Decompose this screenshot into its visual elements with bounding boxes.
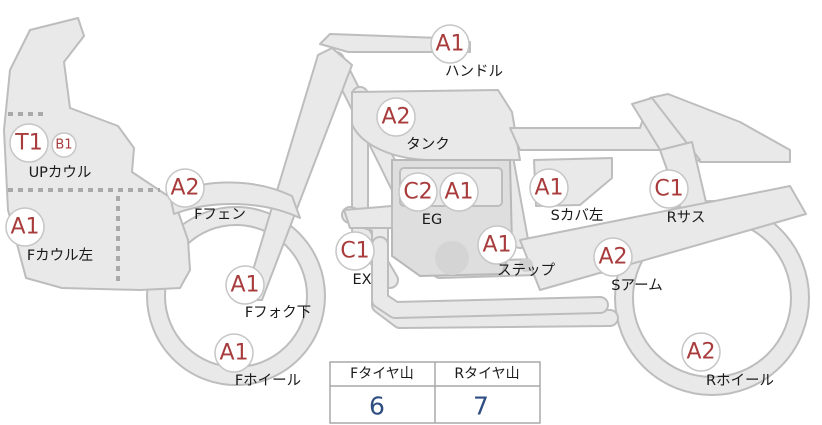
marker-swing-arm-label: Sアーム: [611, 278, 662, 294]
marker-rear-suspension: C1 Rサス: [649, 169, 706, 226]
swing-arm-shape: [519, 185, 807, 291]
marker-exhaust-grade: C1: [340, 239, 369, 264]
marker-rear-suspension-grade: C1: [654, 177, 683, 202]
marker-front-fork-lower-label: Fフォク下: [245, 304, 311, 321]
marker-tank-grade: A2: [381, 105, 410, 130]
marker-engine-label: EG: [422, 212, 442, 228]
marker-rear-wheel: A2 Rホイール: [681, 332, 774, 389]
front-fork-shape: [243, 47, 353, 301]
marker-upper-cowl-label: UPカウル: [29, 164, 92, 181]
tread-front-value: 6: [369, 392, 385, 421]
marker-handle-label: ハンドル: [445, 64, 503, 80]
marker-handle-grade: A1: [435, 32, 464, 57]
marker-swing-arm: A2 Sアーム: [593, 237, 663, 294]
marker-front-wheel-label: Fホイール: [235, 373, 301, 389]
engine-cover-shape: [435, 241, 469, 275]
marker-rear-suspension-label: Rサス: [667, 210, 706, 226]
marker-front-fender-grade: A2: [170, 176, 199, 201]
marker-side-cover-left: A1 Sカバ左: [529, 168, 604, 224]
marker-front-cowl-left-grade: A1: [10, 215, 39, 240]
marker-upper-cowl: T1 B1 UPカウル: [9, 123, 92, 181]
marker-rear-wheel-label: Rホイール: [706, 373, 774, 389]
marker-front-fork-lower: A1 Fフォク下: [225, 265, 311, 321]
marker-front-fender-label: Fフェン: [194, 207, 246, 223]
marker-step-grade: A1: [482, 233, 511, 258]
marker-engine-grade: C2: [403, 180, 432, 205]
marker-front-cowl-left-label: Fカウル左: [27, 247, 93, 264]
marker-side-cover-left-label: Sカバ左: [551, 207, 604, 224]
marker-rear-wheel-grade: A2: [686, 340, 715, 365]
front-cowl-shape: [3, 17, 191, 291]
marker-front-wheel-grade: A1: [219, 341, 248, 366]
marker-upper-cowl-subgrade: B1: [55, 138, 72, 153]
marker-front-wheel: A1 Fホイール: [214, 333, 301, 389]
marker-swing-arm-grade: A2: [598, 245, 627, 270]
tread-front-label: Fタイヤ山: [350, 366, 414, 382]
marker-exhaust: C1 EX: [335, 231, 375, 288]
tread-table: Fタイヤ山 Rタイヤ山 6 7: [329, 361, 541, 424]
marker-handle: A1 ハンドル: [430, 24, 503, 80]
marker-front-fork-lower-grade: A1: [230, 273, 259, 298]
marker-engine-subgrade: A1: [444, 180, 473, 205]
marker-engine: C2 A1 EG: [398, 172, 479, 228]
marker-upper-cowl-grade: T1: [14, 131, 42, 156]
marker-front-fender: A2 Fフェン: [165, 168, 246, 223]
marker-front-cowl-left: A1 Fカウル左: [5, 207, 93, 264]
marker-tank: A2 タンク: [376, 97, 450, 153]
marker-step: A1 ステップ: [477, 225, 555, 279]
marker-tank-label: タンク: [406, 136, 450, 153]
marker-exhaust-label: EX: [352, 272, 371, 288]
tread-rear-label: Rタイヤ山: [454, 366, 519, 382]
marker-step-label: ステップ: [497, 262, 555, 279]
marker-side-cover-left-grade: A1: [534, 176, 563, 201]
motorcycle-silhouette: [3, 17, 810, 396]
tread-rear-value: 7: [473, 392, 489, 421]
